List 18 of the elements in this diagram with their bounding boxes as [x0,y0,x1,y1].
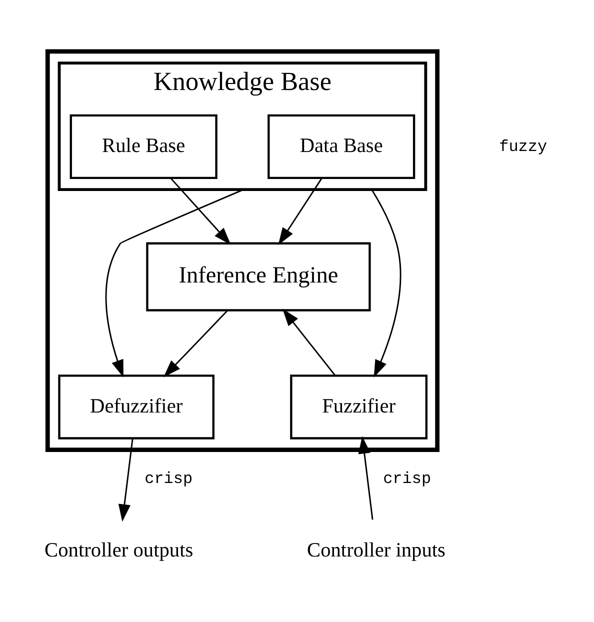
node-box: Data Base [268,114,416,180]
edge-label: crisp [383,470,432,488]
node-box: Rule Base [70,114,218,180]
arrow [278,178,322,246]
arrow [371,189,402,378]
label: fuzzy [499,138,548,156]
node-box: Inference Engine [146,242,371,312]
arrow [164,310,228,378]
node-text: Controller outputs [44,539,194,562]
arrow [170,178,231,245]
node-box: Fuzzifier [290,374,428,440]
arrow [105,188,244,378]
arrow [282,308,336,376]
arrow [358,436,374,520]
cluster [45,49,440,452]
edge-label: crisp [144,470,193,488]
node-box: Defuzzifier [58,374,214,440]
node-text: Controller inputs [307,539,446,562]
